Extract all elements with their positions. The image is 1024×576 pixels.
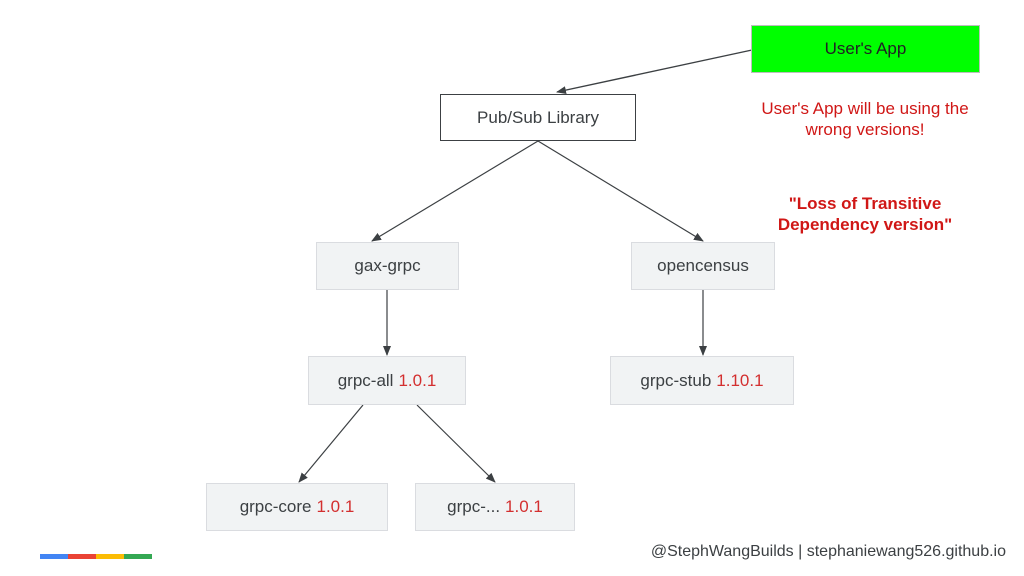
grpc-other-node: grpc-... 1.0.1 xyxy=(415,483,575,531)
grpc-other-label: grpc-... xyxy=(447,497,501,516)
users-app-label: User's App xyxy=(824,39,907,58)
loss-of-transitive-dependency-quote: "Loss of Transitive Dependency version" xyxy=(777,194,953,234)
gax-grpc-node: gax-grpc xyxy=(316,242,459,290)
grpc-stub-version: 1.10.1 xyxy=(716,370,764,390)
grpc-all-label: grpc-all xyxy=(337,370,394,390)
edge-users-app-to-pubsub xyxy=(556,49,753,95)
edge-grpc-all-to-grpc-core xyxy=(298,404,364,483)
grpc-core-version: 1.0.1 xyxy=(316,497,355,516)
edge-pubsub-to-opencensus xyxy=(537,140,704,242)
edge-pubsub-to-gax-grpc xyxy=(371,140,539,242)
brand-bar-red xyxy=(68,554,96,559)
pubsub-library-node: Pub/Sub Library xyxy=(440,94,636,141)
grpc-all-version: 1.0.1 xyxy=(398,370,437,390)
brand-bar-green xyxy=(124,554,152,559)
grpc-stub-label: grpc-stub xyxy=(640,370,712,390)
grpc-core-node: grpc-core 1.0.1 xyxy=(206,483,388,531)
wrong-versions-note: User's App will be using the wrong versi… xyxy=(761,99,969,139)
grpc-stub-node: grpc-stub 1.10.1 xyxy=(610,356,794,405)
gax-grpc-label: gax-grpc xyxy=(354,256,421,275)
edge-grpc-all-to-grpc-other xyxy=(416,404,496,483)
grpc-core-label: grpc-core xyxy=(239,497,312,516)
grpc-other-version: 1.0.1 xyxy=(505,497,543,516)
brand-bar-yellow xyxy=(96,554,124,559)
users-app-node: User's App xyxy=(751,25,980,73)
google-brand-bar xyxy=(40,554,152,559)
grpc-all-node: grpc-all 1.0.1 xyxy=(308,356,466,405)
opencensus-node: opencensus xyxy=(631,242,775,290)
footer-credit: @StephWangBuilds | stephaniewang526.gith… xyxy=(650,543,1006,560)
pubsub-library-label: Pub/Sub Library xyxy=(477,107,599,127)
brand-bar-blue xyxy=(40,554,68,559)
opencensus-label: opencensus xyxy=(657,256,749,275)
